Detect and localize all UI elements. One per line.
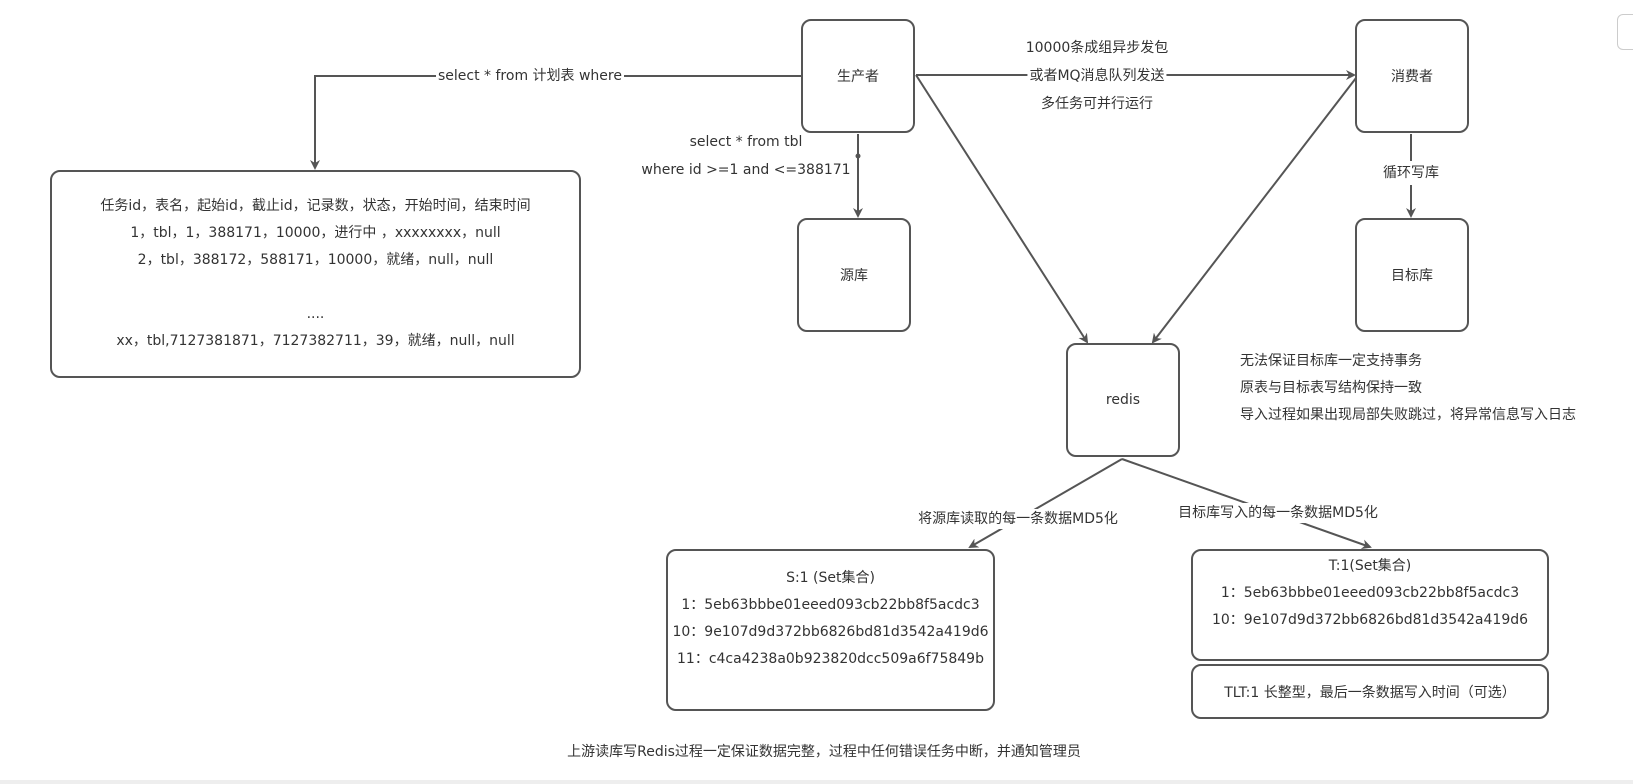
tlt-label: TLT:1 长整型，最后一条数据写入时间（可选） — [1224, 684, 1516, 701]
footer-note: 上游读库写Redis过程一定保证数据完整，过程中任何错误任务中断，并通知管理员 — [565, 742, 1083, 762]
set-s-item: 11：c4ca4238a0b923820dcc509a6f75849b — [677, 651, 984, 667]
tlt-box: TLT:1 长整型，最后一条数据写入时间（可选） — [1191, 664, 1549, 719]
plan-table-row: xx，tbl,7127381871，7127382711，39，就绪，null，… — [116, 333, 515, 349]
target-db-node: 目标库 — [1355, 218, 1469, 332]
target-db-label: 目标库 — [1391, 268, 1433, 284]
plan-table-header: 任务id，表名，起始id，截止id，记录数，状态，开始时间，结束时间 — [100, 198, 531, 214]
source-db-label: 源库 — [840, 268, 868, 284]
loop-write-label: 循环写库 — [1379, 161, 1443, 185]
source-db-node: 源库 — [797, 218, 911, 332]
send-label-line1: 10000条成组异步发包 — [1025, 40, 1169, 56]
set-s-content: S:1 (Set集合) 1：5eb63bbbe01eeed093cb22bb8f… — [672, 565, 988, 673]
source-query-line2: where id >=1 and <=388171 — [641, 162, 851, 178]
connector-dot — [855, 153, 861, 159]
set-s-box: S:1 (Set集合) 1：5eb63bbbe01eeed093cb22bb8f… — [666, 549, 995, 711]
producer-label: 生产者 — [837, 69, 879, 85]
edge-consumer-to-redis — [1151, 77, 1357, 344]
source-md5-label: 将源库读取的每一条数据MD5化 — [916, 509, 1120, 529]
set-s-item: 10：9e107d9d372bb6826bd81d3542a419d6 — [672, 624, 989, 640]
set-s-title: S:1 (Set集合) — [786, 570, 875, 586]
side-panel-tab[interactable] — [1617, 14, 1633, 50]
plan-table-box: 任务id，表名，起始id，截止id，记录数，状态，开始时间，结束时间 1，tbl… — [50, 170, 581, 378]
note-line: 无法保证目标库一定支持事务 — [1240, 353, 1422, 369]
set-t-title: T:1(Set集合) — [1328, 558, 1412, 574]
bottom-scroll-strip — [0, 780, 1633, 784]
edge-redis-to-set-s — [968, 458, 1123, 549]
notes-block: 无法保证目标库一定支持事务 原表与目标表写结构保持一致 导入过程如果出现局部失败… — [1240, 348, 1576, 429]
edge-producer-to-plan-table — [310, 75, 802, 170]
set-s-item: 1：5eb63bbbe01eeed093cb22bb8f5acdc3 — [681, 597, 980, 613]
target-md5-label: 目标库写入的每一条数据MD5化 — [1176, 503, 1380, 523]
send-label-line3: 多任务可并行运行 — [1041, 96, 1153, 112]
plan-table-row: 2，tbl，388172，588171，10000，就绪，null，null — [137, 252, 494, 268]
note-line: 导入过程如果出现局部失败跳过，将异常信息写入日志 — [1240, 407, 1576, 423]
redis-node: redis — [1066, 343, 1180, 457]
set-t-box: T:1(Set集合) 1：5eb63bbbe01eeed093cb22bb8f5… — [1191, 549, 1549, 661]
plan-table-content: 任务id，表名，起始id，截止id，记录数，状态，开始时间，结束时间 1，tbl… — [100, 193, 530, 355]
set-t-item: 10：9e107d9d372bb6826bd81d3542a419d6 — [1211, 612, 1529, 628]
note-line: 原表与目标表写结构保持一致 — [1240, 380, 1422, 396]
producer-node: 生产者 — [801, 19, 915, 133]
consumer-label: 消费者 — [1391, 69, 1433, 85]
redis-label: redis — [1105, 392, 1141, 408]
plan-table-row: .... — [306, 306, 325, 322]
edge-producer-to-redis — [915, 74, 1089, 344]
consumer-node: 消费者 — [1355, 19, 1469, 133]
source-query-line1: select * from tbl — [689, 134, 803, 150]
set-t-item: 1：5eb63bbbe01eeed093cb22bb8f5acdc3 — [1220, 585, 1520, 601]
set-t-content: T:1(Set集合) 1：5eb63bbbe01eeed093cb22bb8f5… — [1212, 553, 1528, 634]
plan-table-row: 1，tbl，1，388171，10000，进行中 ，xxxxxxxx，null — [130, 225, 501, 241]
plan-query-label: select * from 计划表 where — [436, 66, 624, 86]
plan-table-gap — [100, 274, 530, 301]
send-label-line2: 或者MQ消息队列发送 — [1027, 66, 1167, 86]
